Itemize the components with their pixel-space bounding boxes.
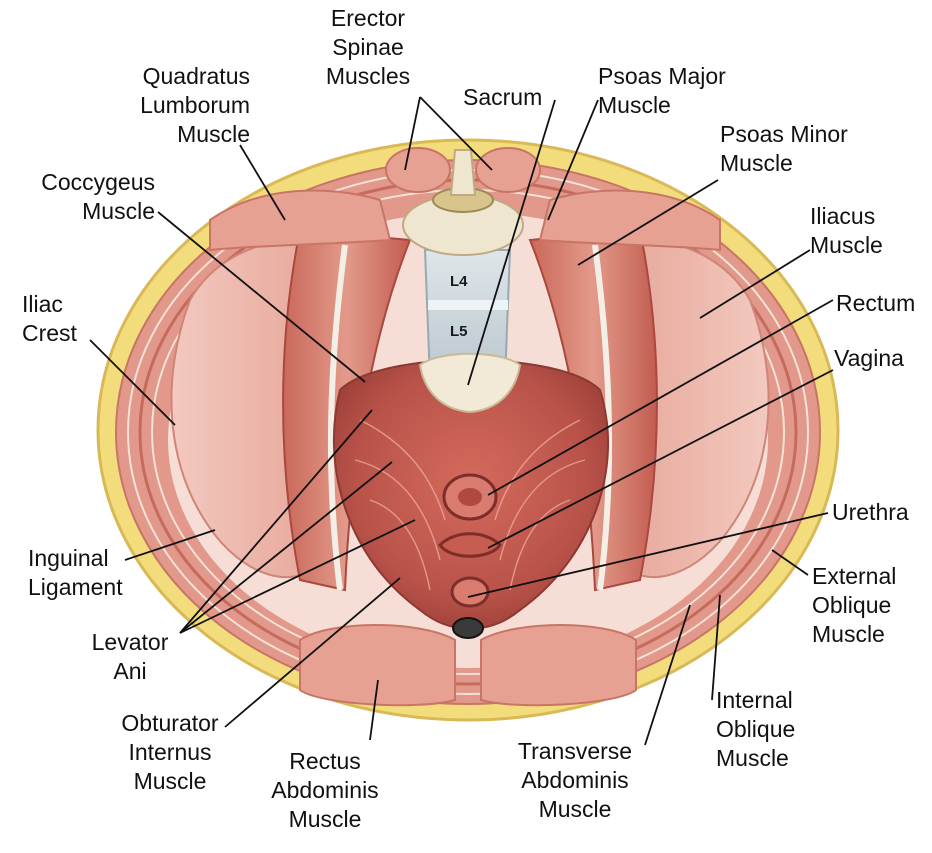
label-line: Iliacus <box>810 202 883 231</box>
vagina-opening <box>440 534 500 557</box>
label-line: Muscle <box>20 197 155 226</box>
label-external-oblique: External Oblique Muscle <box>812 562 896 649</box>
rectum-lumen <box>458 488 482 506</box>
label-erector-spinae: Erector Spinae Muscles <box>318 4 418 91</box>
label-line: Oblique <box>716 715 795 744</box>
label-line: Obturator <box>100 709 240 738</box>
pubic-symphysis <box>453 618 483 638</box>
label-line: Internus <box>100 738 240 767</box>
label-line: Iliac <box>22 290 77 319</box>
label-line: Rectus <box>255 747 395 776</box>
label-line: Urethra <box>832 498 909 527</box>
spinous-process <box>451 150 475 195</box>
label-obturator-internus: Obturator Internus Muscle <box>100 709 240 796</box>
label-line: Muscle <box>810 231 883 260</box>
label-line: Sacrum <box>463 83 542 112</box>
rectus-abdominis-right <box>481 625 636 705</box>
erector-spinae-right <box>476 148 540 192</box>
label-line: Muscle <box>812 620 896 649</box>
label-rectum: Rectum <box>836 289 915 318</box>
label-sacrum: Sacrum <box>463 83 542 112</box>
label-line: Muscle <box>505 795 645 824</box>
label-urethra: Urethra <box>832 498 909 527</box>
label-line: Rectum <box>836 289 915 318</box>
label-line: Ani <box>70 657 190 686</box>
label-line: Inguinal <box>28 544 123 573</box>
label-line: Vagina <box>834 344 904 373</box>
label-line: Ligament <box>28 573 123 602</box>
label-line: Crest <box>22 319 77 348</box>
label-line: Erector <box>318 4 418 33</box>
label-psoas-major: Psoas Major Muscle <box>598 62 726 120</box>
label-line: Abdominis <box>505 766 645 795</box>
rectus-abdominis-left <box>300 625 455 705</box>
label-line: Psoas Major <box>598 62 726 91</box>
urethra-opening <box>452 578 488 606</box>
label-quadratus-lumborum: Quadratus Lumborum Muscle <box>100 62 250 149</box>
label-line: Oblique <box>812 591 896 620</box>
label-line: Muscle <box>716 744 795 773</box>
label-line: Spinae <box>318 33 418 62</box>
label-line: Muscle <box>100 120 250 149</box>
label-line: Coccygeus <box>20 168 155 197</box>
vertebra-l5-label: L5 <box>450 323 468 340</box>
label-line: Muscles <box>318 62 418 91</box>
label-levator-ani: Levator Ani <box>70 628 190 686</box>
label-line: Abdominis <box>255 776 395 805</box>
label-vagina: Vagina <box>834 344 904 373</box>
label-line: External <box>812 562 896 591</box>
label-line: Muscle <box>100 767 240 796</box>
label-coccygeus: Coccygeus Muscle <box>20 168 155 226</box>
vertebra-l4-label: L4 <box>450 273 468 290</box>
label-inguinal-ligament: Inguinal Ligament <box>28 544 123 602</box>
label-transverse-abdominis: Transverse Abdominis Muscle <box>505 737 645 824</box>
label-line: Quadratus <box>100 62 250 91</box>
label-iliacus: Iliacus Muscle <box>810 202 883 260</box>
intervertebral-disc <box>428 300 508 310</box>
label-line: Psoas Minor <box>720 120 848 149</box>
label-psoas-minor: Psoas Minor Muscle <box>720 120 848 178</box>
label-line: Muscle <box>255 805 395 834</box>
erector-spinae-left <box>386 148 450 192</box>
label-line: Muscle <box>720 149 848 178</box>
label-line: Muscle <box>598 91 726 120</box>
label-line: Transverse <box>505 737 645 766</box>
label-line: Levator <box>70 628 190 657</box>
label-line: Internal <box>716 686 795 715</box>
quadratus-lumborum-left <box>210 190 390 250</box>
label-iliac-crest: Iliac Crest <box>22 290 77 348</box>
label-line: Lumborum <box>100 91 250 120</box>
label-rectus-abdominis: Rectus Abdominis Muscle <box>255 747 395 834</box>
label-internal-oblique: Internal Oblique Muscle <box>716 686 795 773</box>
